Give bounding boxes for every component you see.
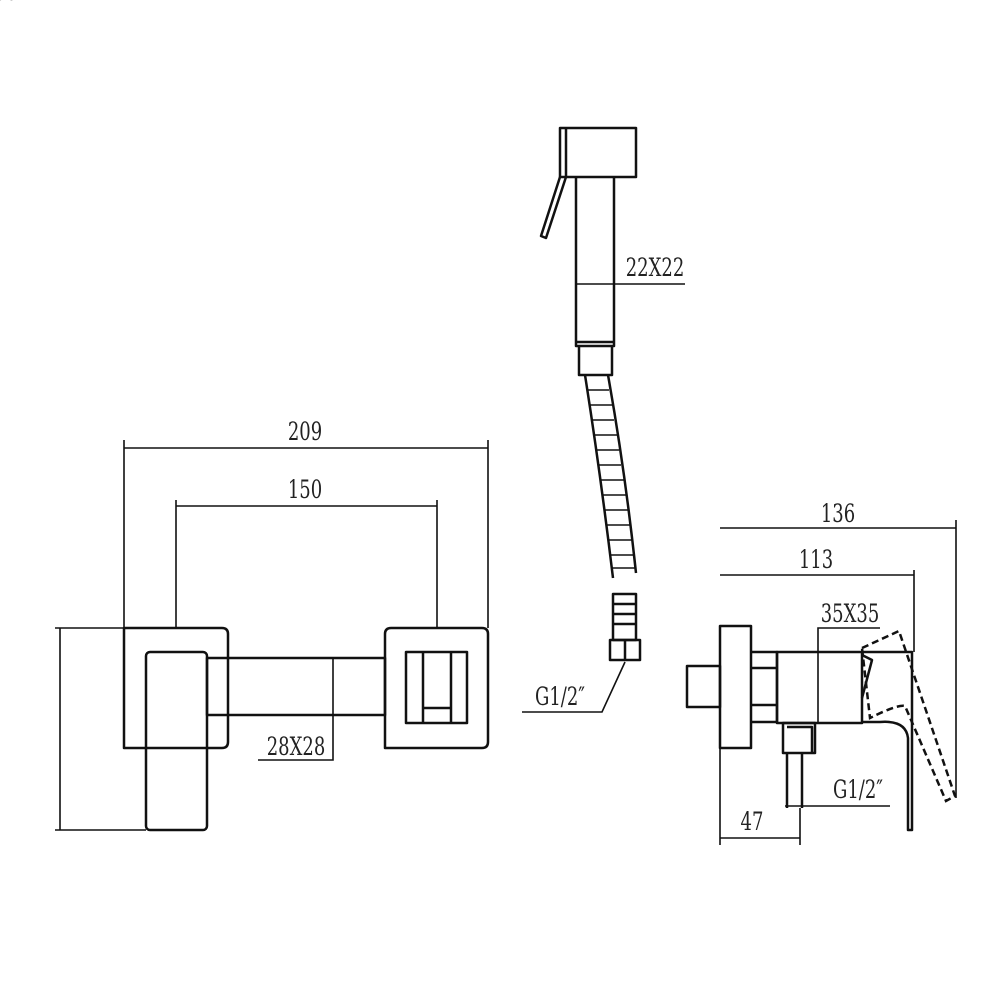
leader-g12-hose: [522, 661, 626, 713]
dim-line-47: [720, 808, 801, 845]
connecting-bar: [205, 656, 387, 717]
dim-150: 150: [288, 476, 322, 505]
dim-22x22: 22X22: [626, 254, 685, 283]
right-rosette: [383, 626, 490, 750]
hose-ribs: [588, 389, 635, 569]
dim-209: 209: [288, 418, 322, 447]
dim-35x35: 35X35: [821, 600, 880, 629]
nut: [751, 650, 779, 724]
hand-shower: 22X22 G1/2″: [522, 126, 685, 713]
dim-136: 136: [821, 500, 855, 529]
dim-line-150: [175, 500, 438, 628]
lever-handle: [862, 650, 914, 832]
dim-line-209: [123, 440, 489, 628]
spray-head: [558, 126, 638, 179]
dim-line-100: [55, 627, 146, 831]
flexible-hose: [583, 374, 638, 579]
dim-line-28x28: [258, 658, 334, 761]
lever-open-position: [860, 629, 957, 803]
dim-100: 100: [0, 0, 17, 7]
side-view: 136 113 35X35 G1/2″ 47: [685, 500, 957, 845]
dim-line-113: [720, 570, 915, 652]
trigger-lever: [539, 128, 568, 240]
lever-body: [144, 650, 209, 832]
thread-label-outlet: G1/2″: [833, 776, 883, 805]
hex-nut: [608, 638, 642, 662]
left-rosette: [122, 626, 230, 750]
holder-bracket: [404, 650, 469, 725]
inlet-stub: [685, 664, 722, 709]
wall-plate: [718, 624, 753, 750]
handle-stem: [574, 177, 616, 377]
valve-body: [775, 650, 864, 725]
outlet-connector: [781, 721, 817, 808]
dim-line-35x35: [817, 627, 880, 722]
dim-47: 47: [741, 808, 764, 837]
dim-113: 113: [799, 546, 833, 575]
holder-slot: [421, 652, 453, 723]
dim-line-136: [719, 520, 957, 845]
hose-ferrule: [611, 592, 638, 642]
front-view: 209 150 100 28X28: [0, 0, 490, 832]
dim-28x28: 28X28: [267, 733, 326, 762]
thread-label-hose: G1/2″: [535, 683, 585, 712]
